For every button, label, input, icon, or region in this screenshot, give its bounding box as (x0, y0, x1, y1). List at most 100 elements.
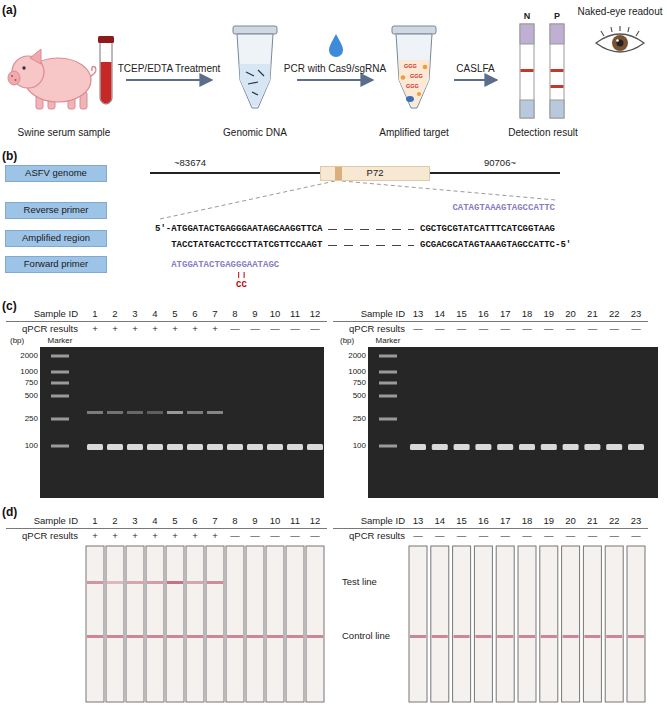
qpcr-result: + (152, 324, 158, 335)
sample-id: 1 (92, 309, 97, 320)
amplified-tube-part (423, 65, 428, 70)
row-label-box: ASFV genome (5, 165, 107, 182)
test-strips-part (541, 635, 557, 638)
row-header: qPCR results (349, 324, 405, 335)
sample-id: 22 (609, 516, 620, 527)
eye-icon-part (616, 39, 619, 42)
qpcr-result: + (92, 324, 98, 335)
row-header: qPCR results (349, 531, 405, 542)
gel-image-part (167, 444, 183, 450)
gel-image-part (368, 347, 658, 498)
gene-box: P72 (320, 166, 430, 181)
test-strips-part (431, 546, 449, 702)
test-strips-part (146, 546, 164, 702)
test-strips-part (87, 581, 103, 584)
gel-image-part (519, 444, 535, 450)
strip-line-label: Test line (342, 577, 377, 588)
sample-id: 9 (252, 309, 257, 320)
row-label-box: Reverse primer (5, 202, 107, 219)
test-strips-part (246, 546, 264, 702)
gel-image-part (207, 444, 223, 450)
test-strips-part (519, 635, 535, 638)
blood-tube-part (98, 36, 114, 43)
gel-image-part (51, 445, 69, 448)
test-strips-part (453, 546, 471, 702)
qpcr-result: — (522, 531, 532, 542)
sample-id: 18 (522, 309, 533, 320)
sample-id: 20 (565, 309, 576, 320)
eye-icon-part (612, 35, 628, 51)
amplified-tube-part (392, 26, 436, 34)
genome-map (150, 173, 560, 278)
pam-text: GGG (406, 83, 419, 89)
gel-image-part (147, 444, 163, 450)
test-strips-part (518, 546, 536, 702)
sample-id: 2 (112, 516, 117, 527)
sample-id: 14 (435, 516, 446, 527)
gel-image (368, 347, 658, 498)
gel-image-part (410, 444, 426, 450)
test-strips (409, 546, 645, 702)
sample-id: 22 (609, 309, 620, 320)
gel-image-part (541, 444, 557, 450)
gel-image-part (247, 444, 263, 450)
row-header: Sample ID (361, 516, 405, 527)
amplified-tube-part (406, 96, 414, 102)
process-arrow (454, 79, 497, 81)
qpcr-result: — (588, 324, 598, 335)
gel-image-part (563, 444, 579, 450)
box-label: ASFV genome (25, 168, 87, 179)
row-header: Sample ID (361, 309, 405, 320)
qpcr-result: + (192, 531, 198, 542)
sample-id: 7 (212, 516, 217, 527)
process-arrow (126, 79, 212, 81)
test-strips-part (226, 546, 244, 702)
qpcr-result: — (631, 531, 641, 542)
qpcr-result: + (212, 531, 218, 542)
lateral-flow-strips-part (521, 69, 534, 72)
qpcr-result: — (544, 531, 554, 542)
header-rule (6, 321, 327, 322)
qpcr-result: — (566, 531, 576, 542)
test-strips-part (207, 581, 223, 584)
row-label-box: Forward primer (5, 256, 107, 273)
dna-tube-part (233, 26, 277, 34)
gel-image-part (51, 418, 69, 421)
gel-image-part (51, 355, 69, 358)
qpcr-result: — (250, 531, 260, 542)
pam-text: GGG (410, 73, 423, 79)
test-strips-part (410, 635, 426, 638)
dna-step: Genomic DNA (215, 22, 295, 140)
gel-image-part (606, 444, 622, 450)
test-strips-part (187, 635, 203, 638)
qpcr-result: — (290, 324, 300, 335)
ladder-size: 100 (353, 441, 366, 450)
sample-id: 10 (270, 309, 281, 320)
qpcr-result: — (566, 324, 576, 335)
test-strips-part (206, 546, 224, 702)
test-strips-part (127, 635, 143, 638)
strip-letter: P (554, 11, 560, 21)
blood-tube (98, 36, 114, 104)
ladder-size: 500 (353, 391, 366, 400)
qpcr-result: — (270, 324, 280, 335)
qpcr-result: — (230, 531, 240, 542)
gel-image-part (287, 444, 303, 450)
gel-image-part (167, 411, 183, 414)
sample-id: 5 (172, 516, 177, 527)
test-strips-part (106, 546, 124, 702)
pig-illustration-part (91, 67, 96, 77)
gel-image-part (51, 395, 69, 398)
ladder-size: 2000 (20, 351, 38, 360)
step-caption: Naked-eye readout (577, 6, 662, 18)
ladder-size: 250 (353, 414, 366, 423)
amplified-tube-part (417, 92, 421, 96)
header-rule (333, 321, 648, 322)
qpcr-result: + (112, 324, 118, 335)
genome-map-part (160, 181, 556, 219)
ladder-size: 100 (25, 441, 38, 450)
genome-map-part (239, 272, 244, 278)
gel-image (40, 347, 324, 498)
